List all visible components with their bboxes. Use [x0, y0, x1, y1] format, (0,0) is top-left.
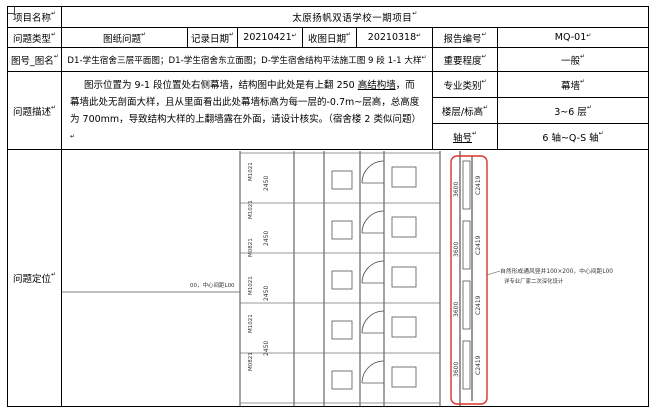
vendor-note: 详专业厂家二次深化设计: [504, 277, 564, 285]
door-arc: [361, 160, 385, 183]
record-date-value: 20210421↵: [237, 27, 303, 48]
shaft-note: 自然形成通风竖井100×200，中心间距L00: [500, 267, 613, 275]
window-frame: [462, 280, 471, 329]
receive-date-label: 收图日期↵: [302, 27, 357, 48]
importance-label: 重要程度↵: [432, 47, 498, 72]
door-tag-left: M1021: [248, 162, 254, 181]
issue-form-table: 项目名称↵ 太原扬帆双语学校一期项目↵ 问题类型↵ 图纸问题↵ 记录日期↵ 20…: [7, 6, 650, 407]
window-frame: [462, 160, 471, 209]
structure-wall-link: 高结构墙: [357, 79, 396, 91]
axis-label: 轴号↵: [432, 123, 498, 150]
project-title: 太原扬帆双语学校一期项目↵: [60, 6, 650, 28]
dimension-right: 3600: [453, 241, 460, 256]
drawing-number-value: D1-学生宿舍三层平面图；D1-学生宿舍东立面图；D-学生宿舍结构平法施工图 9…: [61, 47, 433, 72]
description-label: 问题描述↵: [7, 71, 62, 150]
report-number-value: MQ-01↵: [496, 27, 650, 48]
window-tag-right: C2419: [475, 235, 482, 255]
floor-plan-drawing: 00，中心间距L00M1021M1021M0821M1021M1021M0821…: [62, 150, 613, 406]
window-tag-right: C2419: [475, 295, 482, 315]
room-box: [391, 316, 417, 337]
door-tag-left: M0821: [248, 352, 254, 371]
door-arc: [361, 210, 385, 233]
door-arc: [361, 310, 385, 333]
dimension-left: 2450: [263, 175, 270, 190]
door-tag-left: M1021: [248, 200, 254, 219]
dimension-right: 3600: [453, 181, 460, 196]
dimension-left: 2450: [263, 285, 270, 300]
location-label: 问题定位↵: [7, 149, 62, 407]
leader-line: [486, 270, 501, 275]
receive-date-value: 20210318↵: [356, 27, 433, 48]
issue-report-form: 项目名称↵ 太原扬帆双语学校一期项目↵ 问题类型↵ 图纸问题↵ 记录日期↵ 20…: [7, 6, 650, 414]
door-tag-left: M1021: [248, 314, 254, 333]
dimension-right: 3600: [453, 301, 460, 316]
room-box: [331, 270, 353, 289]
room-box: [391, 216, 417, 237]
window-tag-right: C2419: [475, 175, 482, 195]
major-value: 幕墙↵: [496, 71, 650, 98]
issue-type-value: 图纸问题↵: [61, 27, 188, 48]
dimension-left: 2450: [263, 230, 270, 245]
drawing-number-label: 图号_图名↵: [7, 47, 62, 72]
major-label: 专业类别↵: [432, 71, 498, 98]
room-box: [331, 220, 353, 239]
door-arc: [361, 260, 385, 283]
highlight-box: [450, 154, 488, 405]
room-box: [391, 266, 417, 287]
room-box: [331, 320, 353, 339]
door-arc: [361, 360, 385, 383]
room-box: [331, 370, 353, 389]
room-box: [391, 166, 417, 187]
floor-value: 3~6 层↵: [496, 97, 650, 124]
record-date-label: 记录日期↵: [187, 27, 238, 48]
left-note-label: 00，中心间距L00: [190, 281, 235, 289]
window-frame: [462, 340, 471, 389]
row-anchor-icon: [8, 7, 15, 14]
room-box: [331, 170, 353, 189]
issue-type-label: 问题类型↵: [7, 27, 62, 48]
window-frame: [462, 220, 471, 269]
room-box: [391, 366, 417, 387]
axis-value: 6 轴~Q-S 轴↵: [496, 123, 650, 150]
report-number-label: 报告编号↵: [432, 27, 498, 48]
dimension-right: 3600: [453, 361, 460, 376]
floor-label: 楼层/标高↵: [432, 97, 498, 124]
importance-value: 一般↵: [496, 47, 650, 72]
door-tag-left: M0821: [248, 238, 254, 257]
description-text: 图示位置为 9-1 段位置处右侧幕墙，结构图中此处是有上翻 250 高结构墙，而…: [61, 71, 433, 150]
project-name-label: 项目名称↵: [7, 6, 62, 28]
window-tag-right: C2419: [475, 355, 482, 375]
dimension-left: 2450: [263, 340, 270, 355]
door-tag-left: M1021: [248, 276, 254, 295]
